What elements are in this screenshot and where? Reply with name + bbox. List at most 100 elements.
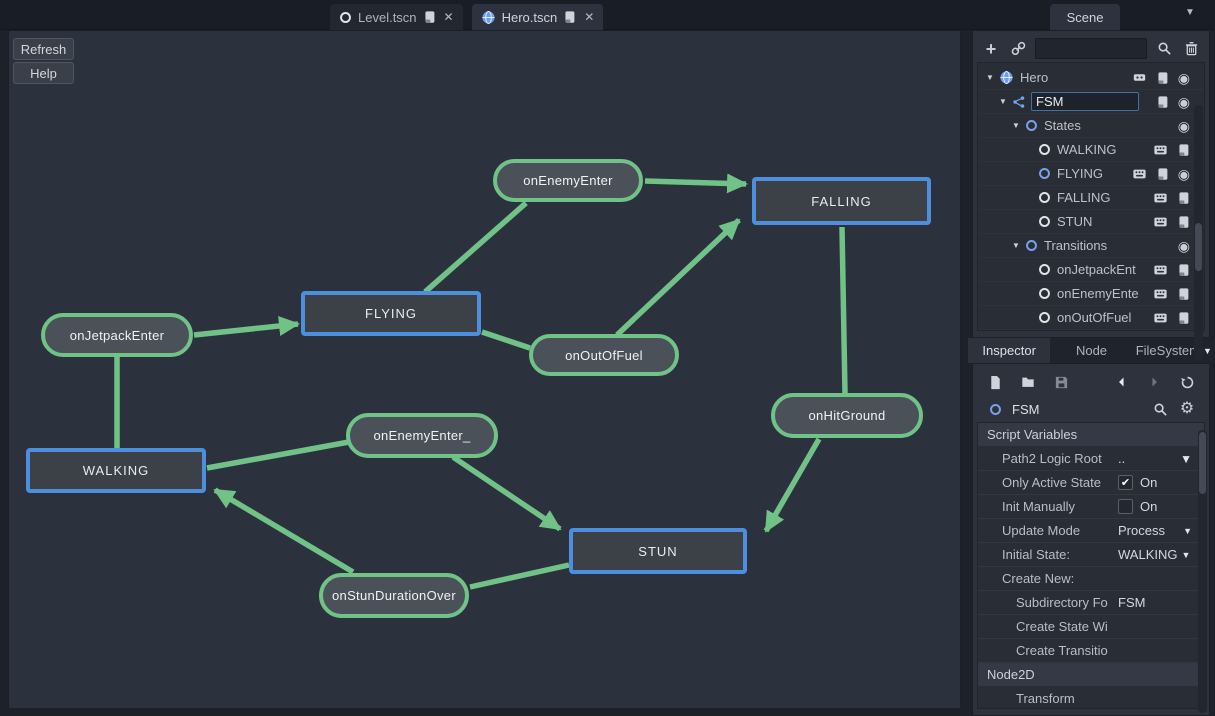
load-resource-button[interactable] [1018,372,1038,392]
tree-row-STUN[interactable]: STUN [978,210,1204,234]
eye-badge-icon[interactable]: ◉ [1177,165,1190,182]
refresh-button[interactable]: Refresh [13,38,74,60]
tree-row-Transitions[interactable]: ▼Transitions◉ [978,234,1204,258]
close-tab-icon[interactable]: ✕ [443,10,454,24]
film-badge-icon[interactable] [1132,167,1147,181]
tree-row-FSM[interactable]: ▼◉ [978,90,1204,114]
eye-badge-icon[interactable]: ◉ [1177,69,1190,86]
state-node-WALKING[interactable]: WALKING [26,448,206,493]
film-badge-icon[interactable] [1153,191,1168,205]
transition-node-onEnemyEnter_[interactable]: onEnemyEnter_ [346,413,498,458]
property-Path2-Logic-Root[interactable]: Path2 Logic Root..▼ [978,447,1204,471]
property-Create-State-Wi[interactable]: Create State Wi [978,615,1204,639]
transition-node-onStunDurationOver[interactable]: onStunDurationOver [319,573,469,618]
checkbox-icon[interactable] [1118,499,1133,514]
transition-node-onHitGround[interactable]: onHitGround [771,393,923,438]
script-badge-icon[interactable] [1156,95,1169,109]
expander-icon[interactable]: ▼ [999,97,1007,106]
slider-badge-icon[interactable] [1132,71,1147,84]
search-button[interactable] [1154,39,1174,59]
script-badge-icon[interactable] [1177,287,1190,301]
tab-Hero.tscn[interactable]: Hero.tscn✕ [471,4,604,30]
property-Create-New-[interactable]: Create New: [978,567,1204,591]
script-badge-icon[interactable] [1156,71,1169,85]
film-badge-icon[interactable] [1153,215,1168,229]
graph-canvas[interactable]: Refresh Help FLYING FALLING WALKING STUN onE… [8,30,961,709]
dock-menu-icon[interactable]: ▼ [1185,7,1195,18]
save-resource-button[interactable] [1051,372,1071,392]
script-badge-icon[interactable] [1177,215,1190,229]
property-Initial-State-[interactable]: Initial State:WALKING▼ [978,543,1204,567]
inspector-scrollbar-thumb[interactable] [1199,432,1206,494]
tree-row-onOutOfFuel[interactable]: onOutOfFuel [978,306,1204,330]
tab-FileSystem[interactable]: FileSystem▼ [1133,338,1215,363]
transition-node-onJetpackEnter[interactable]: onJetpackEnter [41,313,193,357]
script-badge-icon[interactable] [1177,311,1190,325]
state-node-FALLING[interactable]: FALLING [752,177,931,225]
object-options-icon[interactable]: ⚙ [1179,400,1195,417]
help-button[interactable]: Help [13,62,74,84]
tree-row-FLYING[interactable]: FLYING◉ [978,162,1204,186]
eye-badge-icon[interactable]: ◉ [1177,237,1190,254]
filter-properties-icon[interactable] [1150,399,1170,419]
tree-row-onJetpackEnt[interactable]: onJetpackEnt [978,258,1204,282]
node-type-icon [1025,119,1038,132]
chevron-down-icon: ▼ [1203,345,1212,356]
chevron-down-icon[interactable]: ▼ [1180,451,1192,466]
film-badge-icon[interactable] [1153,263,1168,277]
add-node-button[interactable]: + [985,38,997,59]
tab-Node[interactable]: Node [1050,338,1132,363]
state-node-STUN[interactable]: STUN [569,528,747,574]
property-Create-Transitio[interactable]: Create Transitio [978,639,1204,663]
scene-type-icon [339,11,352,24]
tab-Level.tscn[interactable]: Level.tscn✕ [330,4,463,30]
property-Only-Active-State[interactable]: Only Active State✔On [978,471,1204,495]
chevron-down-icon[interactable]: ▼ [1183,525,1192,536]
eye-badge-icon[interactable]: ◉ [1177,117,1190,134]
scene-scrollbar[interactable] [1194,105,1203,361]
section-header-Script-Variables[interactable]: Script Variables [978,423,1204,446]
tree-row-Hero[interactable]: ▼Hero◉ [978,66,1204,90]
tab-label: Inspector [982,343,1036,358]
expander-icon[interactable]: ▼ [986,73,994,82]
tree-row-WALKING[interactable]: WALKING [978,138,1204,162]
inspector-scrollbar[interactable] [1198,430,1207,713]
rename-input[interactable] [1031,92,1139,111]
transition-node-onOutOfFuel[interactable]: onOutOfFuel [529,334,679,376]
tab-Inspector[interactable]: Inspector [968,338,1051,363]
property-Transform[interactable]: Transform [978,687,1204,708]
new-resource-button[interactable] [985,372,1005,392]
film-badge-icon[interactable] [1153,287,1168,301]
section-header-Node2D[interactable]: Node2D [978,663,1204,686]
filter-input[interactable] [1035,38,1147,59]
scene-dock-tab-label: Scene [1066,9,1104,25]
tree-row-onEnemyEnte[interactable]: onEnemyEnte [978,282,1204,306]
script-badge-icon[interactable] [1156,167,1169,181]
object-history-icon[interactable] [1177,372,1197,392]
eye-badge-icon[interactable]: ◉ [1177,93,1190,110]
script-badge-icon[interactable] [1177,263,1190,277]
delete-node-button[interactable] [1181,39,1201,59]
scene-scrollbar-thumb[interactable] [1195,223,1202,271]
tab-scene-dock[interactable]: Scene [1050,4,1120,30]
script-badge-icon[interactable] [1177,143,1190,157]
instance-scene-button[interactable] [1008,39,1028,59]
expander-icon[interactable]: ▼ [1012,121,1020,130]
transition-node-onEnemyEnter[interactable]: onEnemyEnter [493,159,643,202]
tree-row-States[interactable]: ▼States◉ [978,114,1204,138]
film-badge-icon[interactable] [1153,143,1168,157]
state-node-FLYING[interactable]: FLYING [301,291,481,336]
expander-icon[interactable]: ▼ [1012,241,1020,250]
chevron-down-icon[interactable]: ▼ [1181,549,1191,560]
tree-row-FALLING[interactable]: FALLING [978,186,1204,210]
close-tab-icon[interactable]: ✕ [584,10,595,24]
history-back-icon[interactable] [1111,372,1131,392]
history-forward-icon[interactable] [1144,372,1164,392]
property-label: Create State Wi [1016,619,1108,634]
checkbox-checked-icon[interactable]: ✔ [1118,475,1133,490]
film-badge-icon[interactable] [1153,311,1168,325]
script-badge-icon[interactable] [1177,191,1190,205]
